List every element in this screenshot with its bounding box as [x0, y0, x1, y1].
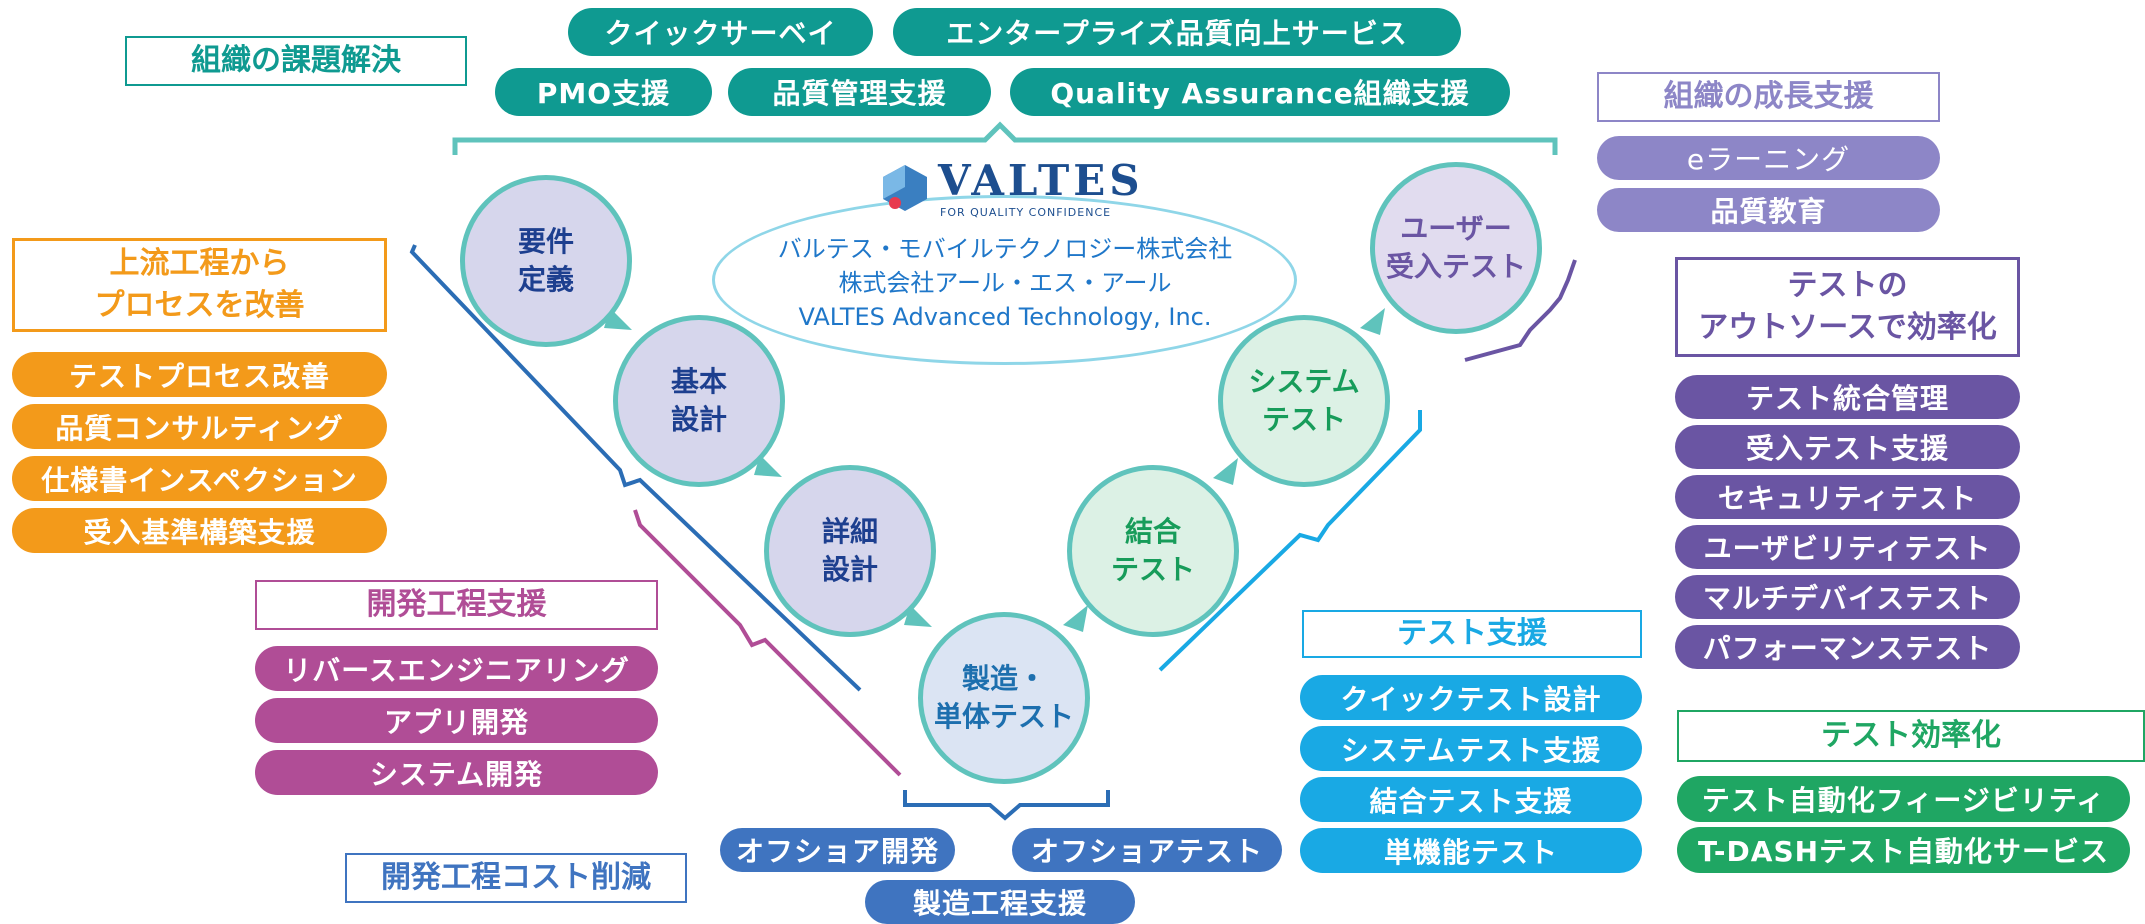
upstream-title: 上流工程から プロセスを改善 [12, 238, 387, 332]
outsource-item: テスト統合管理 [1675, 375, 2020, 419]
outsource-item: ユーザビリティテスト [1675, 525, 2020, 569]
outsource-item: マルチデバイステスト [1675, 575, 2020, 619]
dev-support-item: アプリ開発 [255, 698, 658, 743]
upstream-line [409, 244, 862, 692]
company-ellipse [712, 195, 1297, 365]
arrow-5 [1213, 458, 1238, 485]
outsource-item: パフォーマンステスト [1675, 625, 2020, 669]
enterprise-quality-pill: エンタープライズ品質向上サービス [893, 8, 1461, 56]
test-support-item: システムテスト支援 [1300, 726, 1642, 771]
offshore-test-pill: オフショアテスト [1012, 828, 1282, 872]
valtes-tagline: FOR QUALITY CONFIDENCE [940, 206, 1112, 219]
cost-reduction-title: 開発工程コスト削減 [345, 853, 687, 903]
outsource-line [1464, 259, 1577, 362]
upstream-item: 仕様書インスペクション [12, 456, 387, 501]
test-support-item: クイックテスト設計 [1300, 675, 1642, 720]
bottom-bracket [903, 790, 1110, 821]
org-issue-title: 組織の課題解決 [125, 36, 467, 86]
vmodel-requirements: 要件 定義 [460, 175, 632, 347]
qa-org-pill: Quality Assurance組織支援 [1010, 68, 1510, 116]
outsource-title: テストの アウトソースで効率化 [1675, 257, 2020, 357]
vmodel-integration-test: 結合 テスト [1067, 465, 1239, 637]
outsource-item: 受入テスト支援 [1675, 425, 2020, 469]
upstream-item: 受入基準構築支援 [12, 508, 387, 553]
vmodel-coding-unit-test: 製造・ 単体テスト [918, 612, 1090, 784]
offshore-dev-pill: オフショア開発 [720, 828, 955, 872]
company-name-2: 株式会社アール・エス・アール [838, 269, 1172, 297]
upstream-item: テストプロセス改善 [12, 352, 387, 397]
upstream-item: 品質コンサルティング [12, 404, 387, 449]
manufacturing-support-pill: 製造工程支援 [865, 880, 1135, 924]
vmodel-detail-design: 詳細 設計 [764, 465, 936, 637]
quality-education-pill: 品質教育 [1597, 188, 1940, 232]
company-name-1: バルテス・モバイルテクノロジー株式会社 [777, 235, 1233, 263]
arrow-6 [1360, 308, 1385, 335]
quality-mgmt-pill: 品質管理支援 [728, 68, 991, 116]
vmodel-acceptance-test: ユーザー 受入テスト [1370, 162, 1542, 334]
efficiency-item: T-DASHテスト自動化サービス [1677, 827, 2130, 873]
pmo-support-pill: PMO支援 [495, 68, 712, 116]
outsource-item: セキュリティテスト [1675, 475, 2020, 519]
company-list: バルテス・モバイルテクノロジー株式会社 株式会社アール・エス・アール VALTE… [720, 232, 1290, 334]
dev-line [633, 509, 902, 777]
company-name-3: VALTES Advanced Technology, Inc. [798, 303, 1212, 331]
test-support-title: テスト支援 [1302, 610, 1642, 658]
test-line [1158, 410, 1422, 672]
valtes-logo-text: VALTES [938, 156, 1144, 205]
valtes-logo-icon [875, 157, 935, 217]
elearning-pill: eラーニング [1597, 136, 1940, 180]
test-support-item: 結合テスト支援 [1300, 777, 1642, 822]
quick-survey-pill: クイックサーベイ [568, 8, 873, 56]
arrow-4 [1063, 605, 1088, 632]
dev-support-item: システム開発 [255, 750, 658, 795]
efficiency-item: テスト自動化フィージビリティ [1677, 776, 2130, 822]
top-bracket [452, 121, 1558, 155]
vmodel-system-test: システム テスト [1218, 315, 1390, 487]
test-support-item: 単機能テスト [1300, 828, 1642, 873]
dev-support-item: リバースエンジニアリング [255, 646, 658, 691]
growth-title: 組織の成長支援 [1597, 72, 1940, 122]
efficiency-title: テスト効率化 [1677, 710, 2145, 762]
dev-support-title: 開発工程支援 [255, 580, 658, 630]
vmodel-basic-design: 基本 設計 [613, 315, 785, 487]
